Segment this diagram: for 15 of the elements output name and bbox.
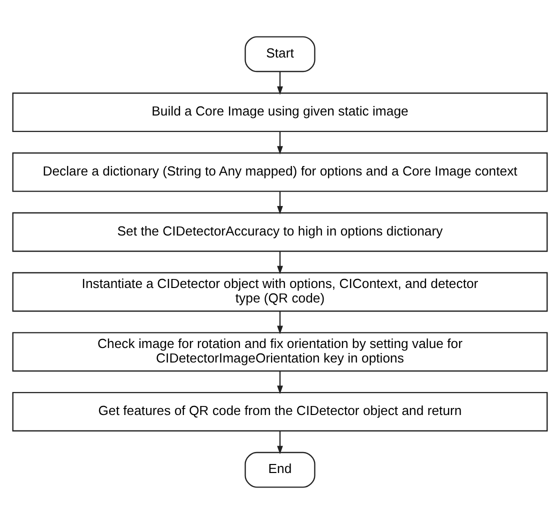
arrow [277, 431, 283, 454]
arrow [277, 192, 283, 214]
node-box: Get features of QR code from the CIDetector object and return [12, 392, 548, 432]
node-box: End [244, 452, 316, 488]
node-box: Check image for rotation and fix orientation by setting value for CIDetectorImageOrientation key in options [12, 332, 548, 372]
node-box: Build a Core Image using given static image [12, 92, 548, 132]
arrow [277, 72, 283, 95]
node-box: Declare a dictionary (String to Any mapped) for options and a Core Image context [12, 152, 548, 192]
arrow [277, 132, 283, 154]
node-box: Set the CIDetectorAccuracy to high in options dictionary [12, 212, 548, 252]
node-box: Start [244, 36, 316, 72]
node-box: Instantiate a CIDetector object with options, CIContext, and detector type (QR code) [12, 272, 548, 312]
arrow [277, 311, 283, 334]
arrow [277, 251, 283, 274]
arrow [277, 371, 283, 394]
